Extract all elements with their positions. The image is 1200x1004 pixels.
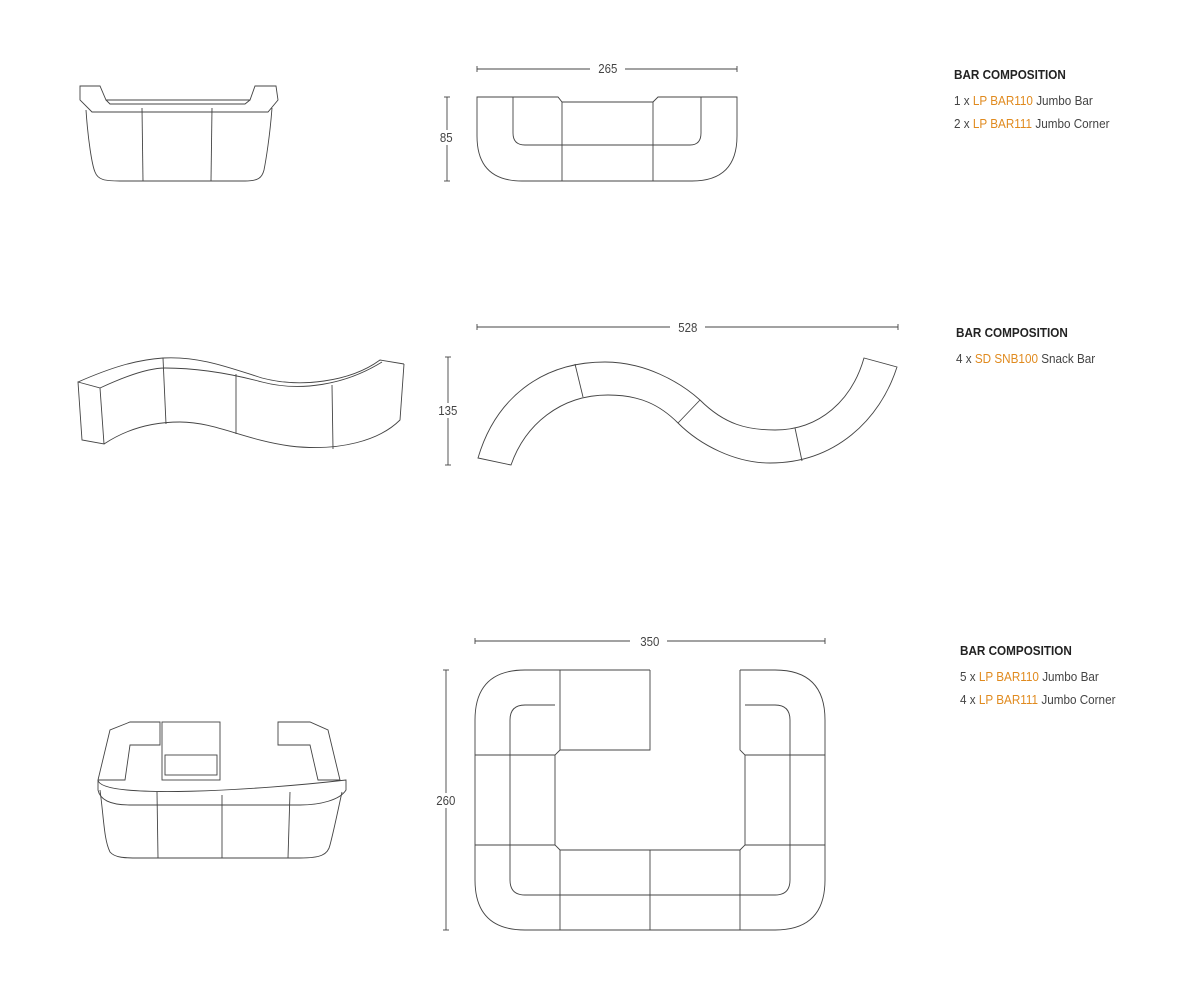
composition-item: 1 x LP BAR110 Jumbo Bar	[954, 93, 1093, 108]
bar-1-plan	[444, 66, 738, 182]
height-dimension: 85	[435, 130, 458, 145]
composition-block: BAR COMPOSITION 5 x LP BAR110 Jumbo Bar …	[960, 643, 1115, 715]
bar-3-plan	[443, 638, 826, 931]
composition-item: 4 x SD SNB100 Snack Bar	[956, 351, 1096, 366]
bar-2-plan	[445, 324, 899, 466]
width-dimension: 528	[673, 320, 702, 335]
composition-block: BAR COMPOSITION 4 x SD SNB100 Snack Bar	[956, 325, 1095, 374]
width-dimension: 265	[593, 61, 622, 76]
bar-2-perspective	[77, 357, 405, 450]
height-dimension: 260	[431, 793, 460, 808]
composition-title: BAR COMPOSITION	[956, 325, 1068, 340]
height-dimension: 135	[433, 403, 462, 418]
composition-item: 5 x LP BAR110 Jumbo Bar	[960, 669, 1099, 684]
composition-title: BAR COMPOSITION	[954, 67, 1066, 82]
composition-title: BAR COMPOSITION	[960, 643, 1072, 658]
width-dimension: 350	[635, 634, 664, 649]
bar-1-perspective	[79, 85, 279, 182]
composition-item: 2 x LP BAR111 Jumbo Corner	[954, 116, 1110, 131]
bar-3-perspective	[97, 721, 347, 859]
composition-item: 4 x LP BAR111 Jumbo Corner	[960, 692, 1116, 707]
composition-block: BAR COMPOSITION 1 x LP BAR110 Jumbo Bar …	[954, 67, 1109, 139]
